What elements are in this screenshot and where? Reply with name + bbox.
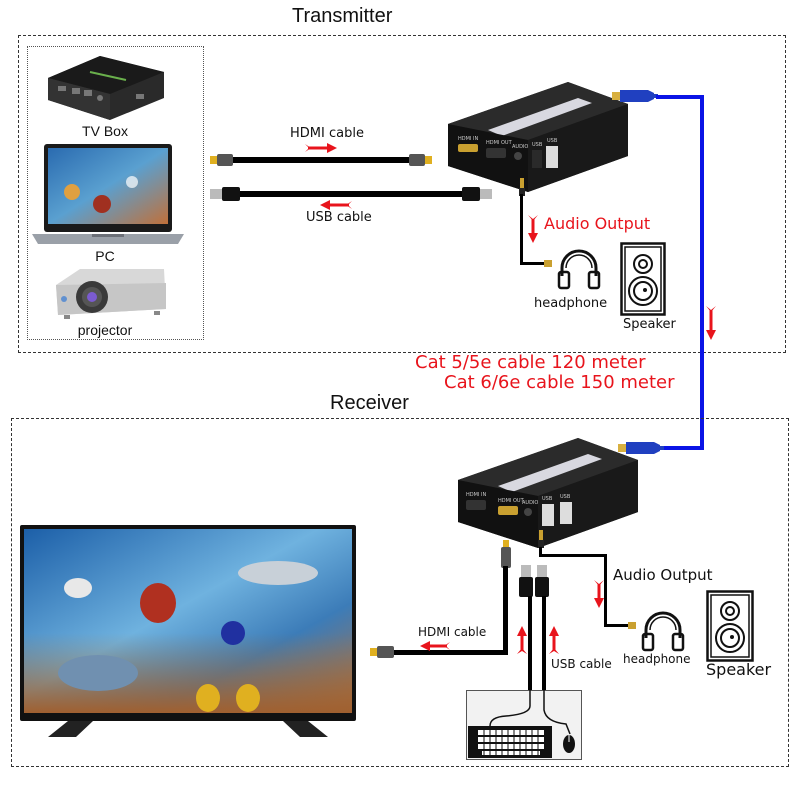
- rx-hdmi-cable-vertical: [503, 566, 508, 654]
- tx-audio-output-label: Audio Output: [544, 214, 651, 233]
- tx-usb-direction-arrow-icon: [320, 200, 352, 210]
- cat5-cable-label: Cat 5/5e cable 120 meter: [415, 352, 646, 373]
- rx-port-usb-2: USB: [560, 494, 571, 500]
- tx-speaker-icon: [620, 242, 666, 316]
- rx-hdmi-cable-label: HDMI cable: [418, 625, 487, 639]
- rx-audio-cable-vertical-1: [539, 547, 542, 556]
- rx-speaker-icon: [706, 590, 754, 662]
- transmitter-title: Transmitter: [292, 5, 393, 27]
- tx-audio-cable-vertical: [520, 194, 523, 264]
- rx-hdmi-direction-arrow-icon: [420, 641, 450, 651]
- tx-audio-direction-arrow-icon: [528, 215, 538, 243]
- tx-port-hdmi-out: HDMI OUT: [486, 140, 513, 146]
- receiver-title: Receiver: [330, 392, 409, 414]
- tx-audio-plug-icon: [544, 260, 552, 267]
- tx-rj45-connector-icon: [612, 88, 658, 104]
- transmitter-extender-device: HDMI IN HDMI OUT AUDIO USB USB: [448, 82, 638, 192]
- laptop-icon: [32, 142, 184, 250]
- rx-audio-output-label: Audio Output: [613, 566, 713, 584]
- rx-usb-cable-label: USB cable: [551, 657, 612, 671]
- cat6-cable-label: Cat 6/6e cable 150 meter: [444, 372, 675, 393]
- keyboard-mouse-icon: [466, 690, 582, 760]
- cat-cable-bottom-horizontal: [650, 446, 704, 450]
- rx-usb-cable-1: [528, 596, 532, 690]
- rx-hdmi-cable-horizontal: [392, 650, 508, 655]
- rx-speaker-label: Speaker: [706, 660, 772, 679]
- rx-audio-cable-horizontal-1: [539, 554, 607, 557]
- rx-hdmi-connector-top-icon: [500, 540, 512, 568]
- tx-audio-cable-horizontal: [520, 262, 544, 265]
- rx-headphone-icon: [640, 608, 686, 654]
- projector-icon: [50, 265, 170, 321]
- rx-headphone-label: headphone: [623, 652, 691, 666]
- rx-port-audio: AUDIO: [522, 500, 538, 506]
- rx-port-hdmi-out: HDMI OUT: [498, 498, 525, 504]
- tx-port-usb-2: USB: [547, 138, 558, 144]
- receiver-section: [11, 418, 789, 767]
- tx-speaker-label: Speaker: [623, 317, 676, 332]
- rx-port-hdmi-in: HDMI IN: [466, 492, 486, 498]
- receiver-extender-device: HDMI IN HDMI OUT AUDIO USB USB: [458, 438, 648, 548]
- rx-usb-direction-arrow-1-icon: [517, 626, 527, 654]
- rx-audio-plug-icon: [628, 622, 636, 629]
- source-label-tv-box: TV Box: [82, 123, 128, 139]
- tx-hdmi-direction-arrow-icon: [305, 143, 337, 153]
- tx-usb-cable-label: USB cable: [306, 210, 372, 225]
- rx-usb-connector-2-icon: [535, 565, 549, 597]
- tv-display-icon: [18, 523, 358, 743]
- rx-rj45-connector-icon: [618, 440, 664, 456]
- tv-box-icon: [40, 50, 170, 122]
- source-label-projector: projector: [77, 322, 133, 338]
- source-label-pc: PC: [95, 248, 115, 264]
- rx-port-usb-1: USB: [542, 496, 553, 502]
- cat-cable-vertical: [700, 95, 704, 450]
- rx-usb-connector-1-icon: [519, 565, 533, 597]
- tx-audio-jack-icon: [518, 178, 526, 196]
- tx-hdmi-cable: [210, 153, 432, 167]
- rx-audio-cable-vertical-2: [604, 554, 607, 626]
- tx-headphone-label: headphone: [534, 296, 608, 311]
- tx-port-usb-1: USB: [532, 142, 543, 148]
- tx-hdmi-cable-label: HDMI cable: [290, 126, 364, 141]
- tx-headphone-icon: [556, 246, 602, 292]
- cat-cable-top-horizontal: [656, 95, 704, 99]
- tx-port-hdmi-in: HDMI IN: [458, 136, 478, 142]
- transmitter-section: [18, 35, 786, 353]
- rx-audio-direction-arrow-icon: [594, 580, 604, 608]
- rx-audio-jack-icon: [537, 530, 545, 548]
- tx-port-audio: AUDIO: [512, 144, 528, 150]
- rx-audio-cable-horizontal-2: [604, 624, 628, 627]
- tx-usb-cable: [210, 185, 492, 203]
- cat-cable-direction-arrow-icon: [706, 306, 716, 340]
- source-devices-group: [27, 46, 204, 340]
- rx-hdmi-connector-left-icon: [370, 645, 394, 659]
- rx-usb-cable-2: [542, 596, 546, 690]
- rx-usb-direction-arrow-2-icon: [549, 626, 559, 654]
